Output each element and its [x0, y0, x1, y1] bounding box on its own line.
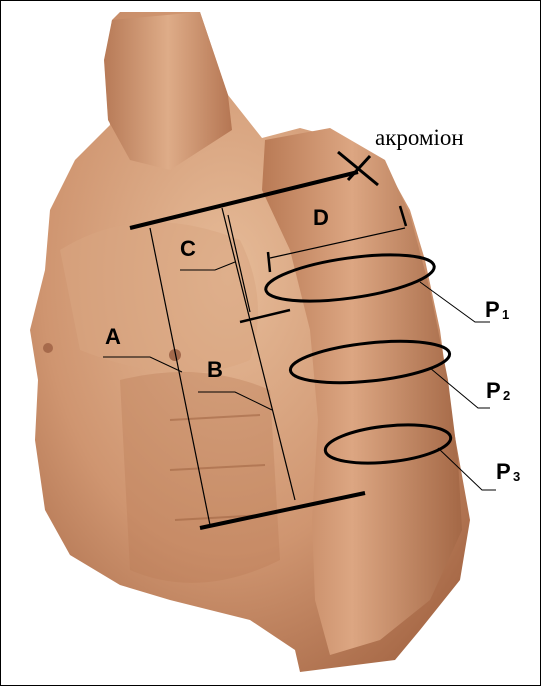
label-P2: P [486, 378, 501, 403]
label-A: A [105, 324, 121, 349]
label-acromion: акроміон [375, 125, 464, 150]
label-P1-sub: 1 [502, 307, 509, 322]
chest-shading [60, 222, 258, 373]
label-P3-sub: 3 [513, 469, 520, 484]
nipple-left [43, 343, 53, 353]
label-B: B [207, 357, 223, 382]
label-P2-sub: 2 [503, 388, 510, 403]
label-P3: P [496, 459, 511, 484]
label-D: D [313, 205, 329, 230]
label-C: C [180, 236, 196, 261]
label-P1: P [485, 297, 500, 322]
